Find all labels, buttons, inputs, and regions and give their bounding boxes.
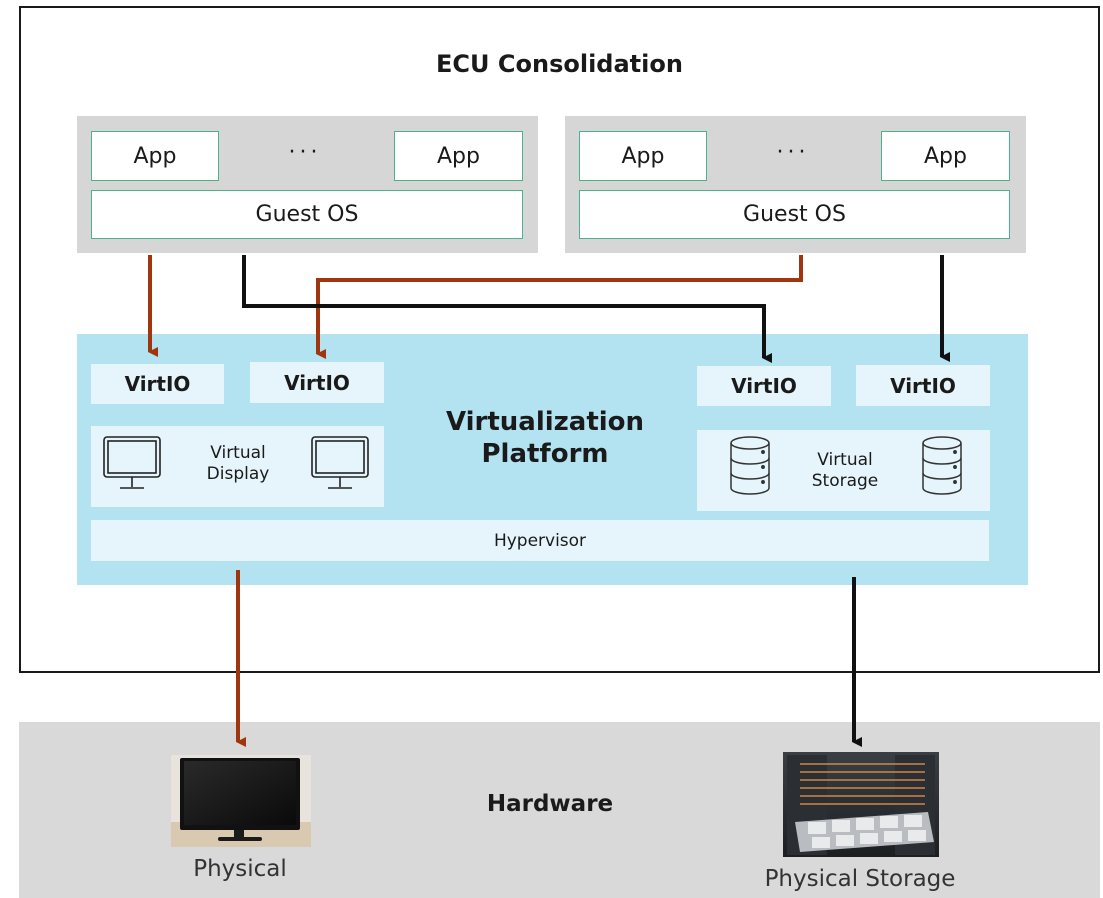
virtual-display-label-line2: Display [206, 464, 270, 484]
virtio-display-2: VirtIO [250, 362, 384, 403]
physical-storage-image [783, 752, 939, 857]
physical-storage-caption: Physical Storage [764, 866, 956, 892]
virtual-display-panel [91, 426, 384, 507]
arrow-vm2-to-virtio-display-2 [316, 255, 803, 359]
vm2-app-left: App [579, 131, 707, 181]
display-path-arrows [148, 255, 803, 747]
virtual-storage-panel [697, 430, 990, 511]
platform-title-line2: Platform [481, 439, 609, 469]
vm1-ellipsis: ··· [288, 140, 322, 165]
virtual-storage-label-line1: Virtual [817, 450, 873, 470]
monitor-icon [103, 436, 161, 489]
vm2-guest-os: Guest OS [579, 190, 1010, 239]
platform-title-line1: Virtualization [445, 407, 645, 437]
physical-display-caption: Physical [193, 856, 287, 882]
vm1-guest-os: Guest OS [91, 190, 523, 239]
virtio-display-1: VirtIO [91, 364, 224, 404]
monitor-icon [311, 436, 369, 489]
hypervisor-bar: Hypervisor [91, 520, 989, 561]
storage-path-arrows [242, 255, 950, 747]
hardware-label: Hardware [486, 791, 614, 817]
vm1-app-right: App [394, 131, 523, 181]
vm2-ellipsis: ··· [776, 140, 810, 165]
vm2-app-right: App [881, 131, 1010, 181]
vm1-app-left: App [91, 131, 219, 181]
physical-display-image [171, 755, 311, 847]
virtual-storage-label-line2: Storage [811, 471, 879, 491]
platform-title: Virtualization Platform [420, 406, 670, 470]
arrow-vm1-to-virtio-storage-1 [242, 255, 772, 363]
virtual-storage-label: Virtual Storage [790, 450, 900, 492]
virtio-storage-1: VirtIO [697, 366, 831, 406]
database-icon [922, 436, 962, 495]
virtual-display-label-line1: Virtual [210, 443, 266, 463]
database-icon [730, 436, 770, 495]
virtual-display-label: Virtual Display [183, 443, 293, 485]
virtio-storage-2: VirtIO [856, 365, 990, 406]
diagram-title: ECU Consolidation [436, 50, 683, 78]
